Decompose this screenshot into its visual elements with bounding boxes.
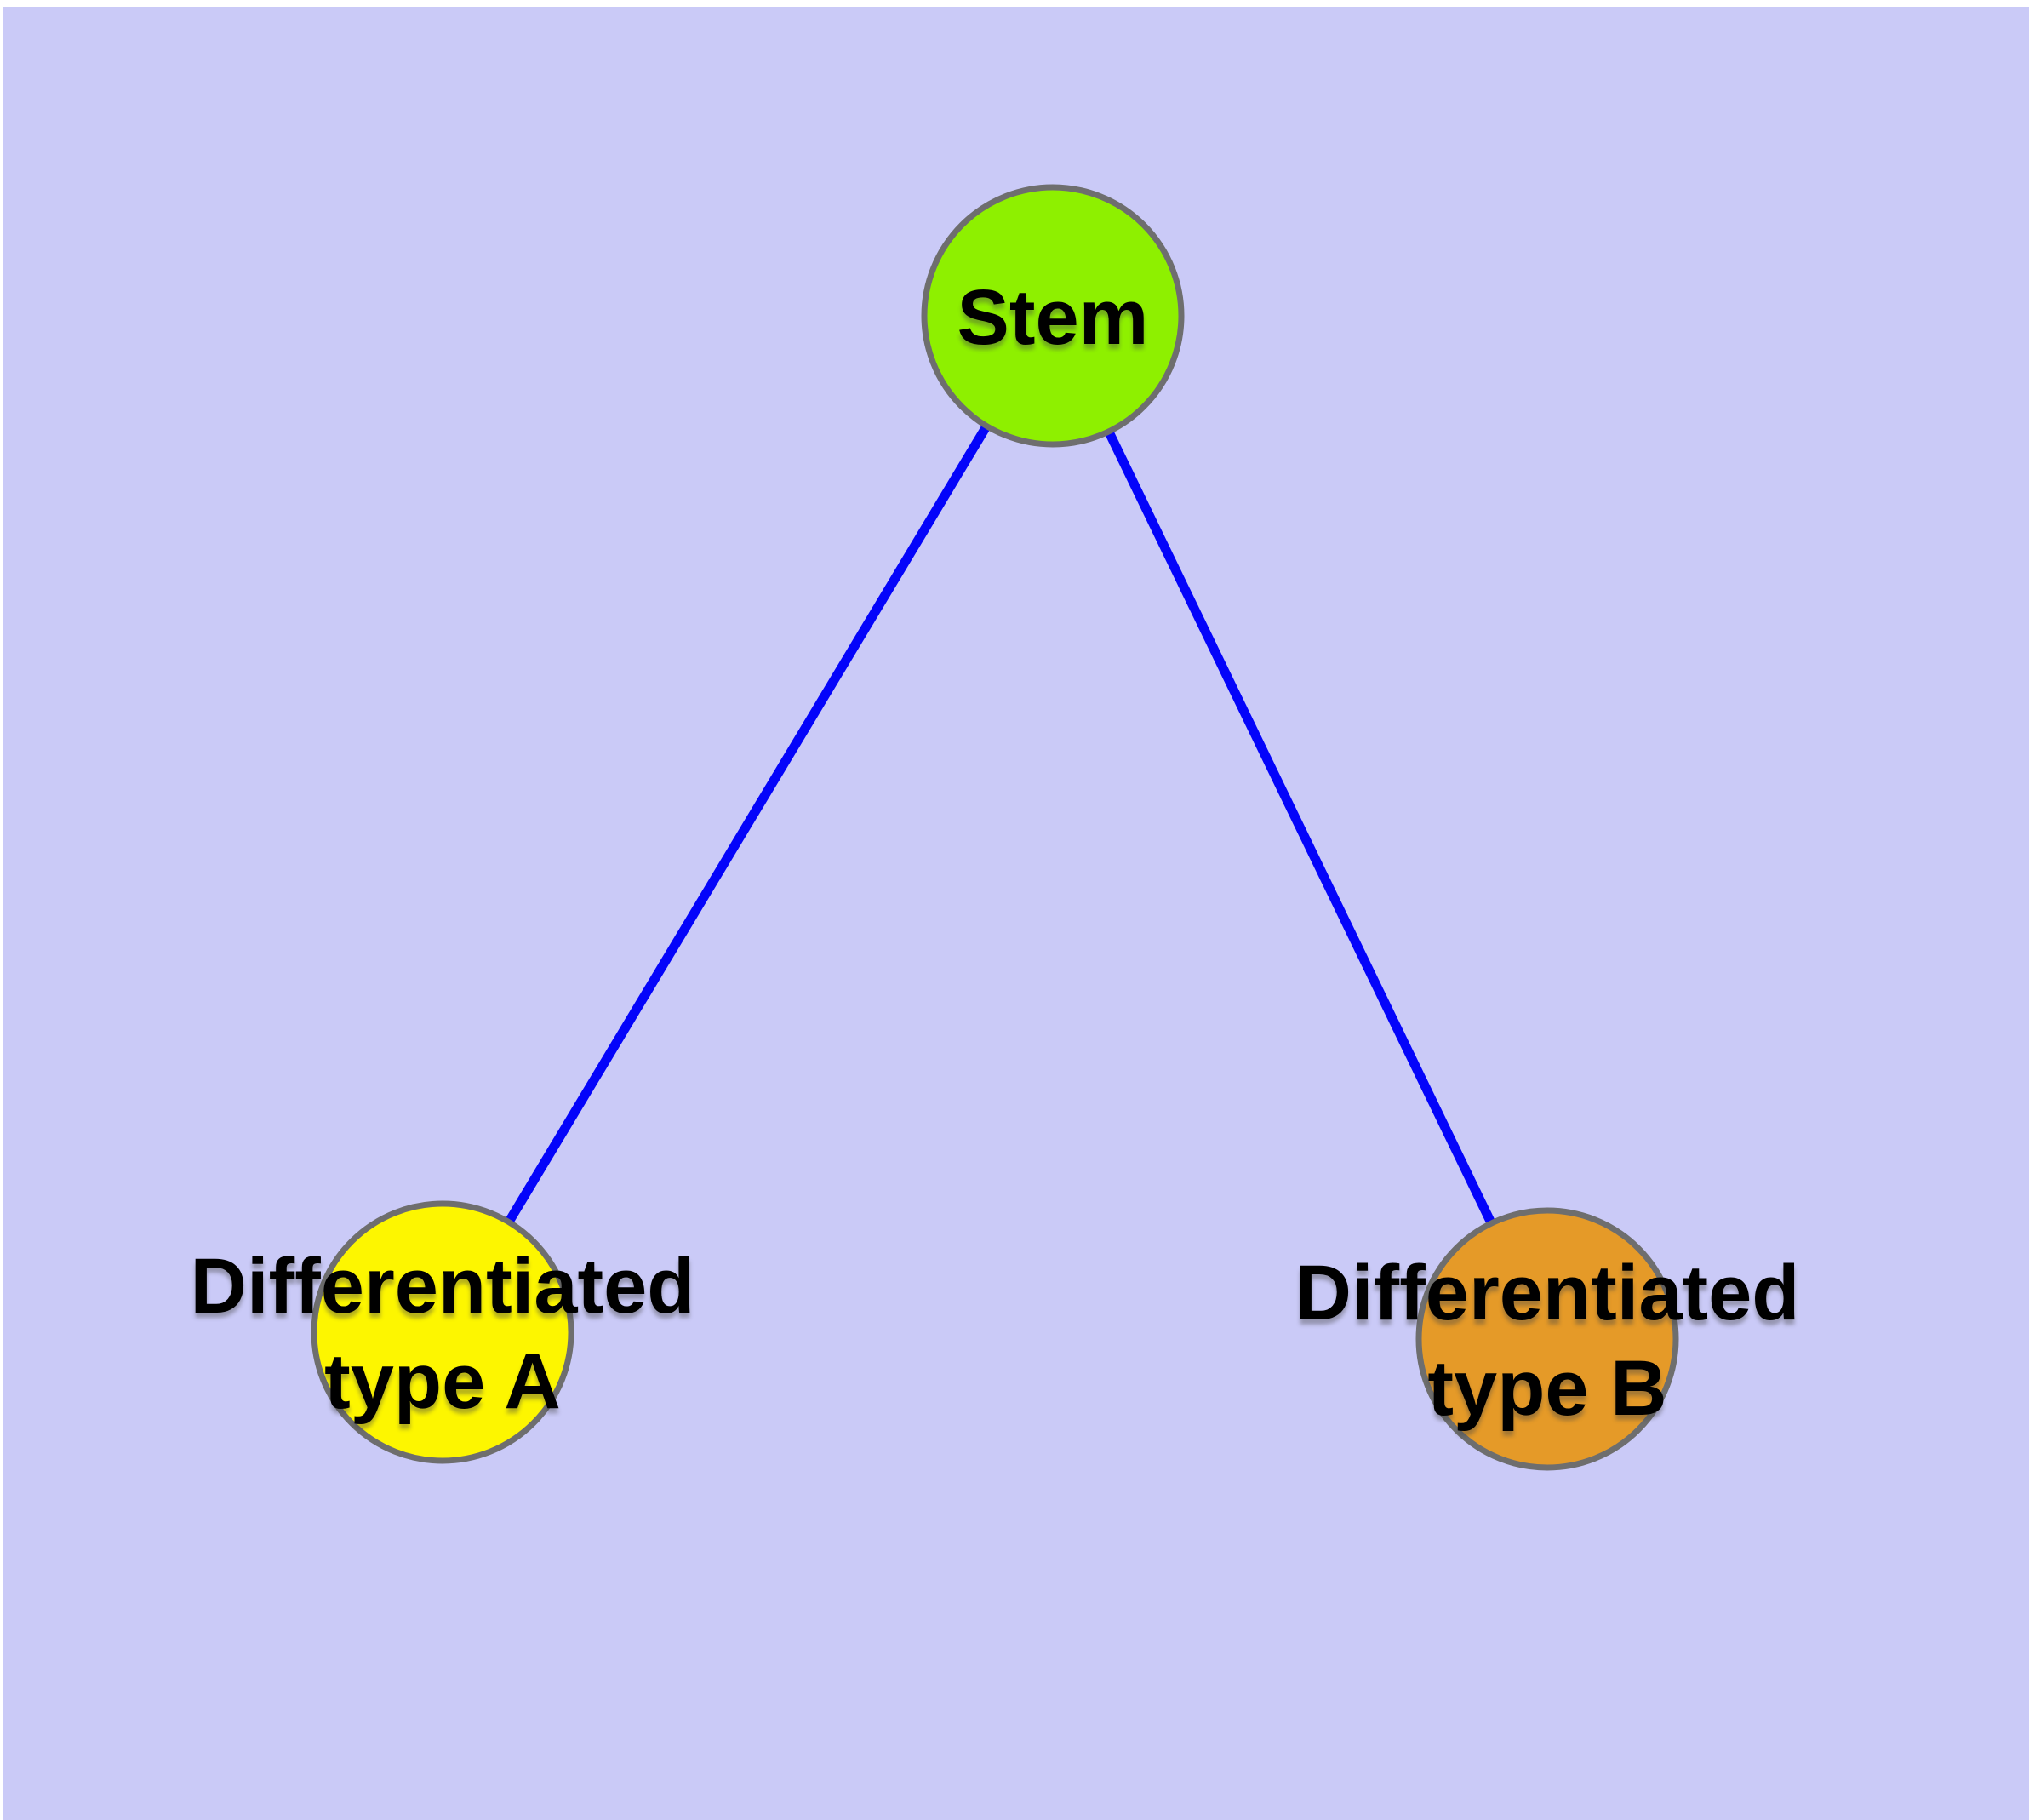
node-stem (921, 184, 1185, 448)
node-label-line: Differentiated (1295, 1250, 1800, 1336)
edge-stem-to-differentiated-type-a (438, 313, 1057, 1335)
node-label-line: Stem (957, 274, 1149, 361)
node-label-line: Differentiated (191, 1243, 695, 1330)
edge-stem-to-differentiated-type-b (1049, 313, 1552, 1342)
node-label-differentiated-type-b: Differentiated type B (1295, 1250, 1800, 1432)
node-label-line: type B (1427, 1345, 1666, 1432)
nodes-layer (311, 184, 1679, 1471)
node-label-stem: Stem (957, 274, 1149, 361)
node-differentiated-type-a (311, 1200, 574, 1464)
node-differentiated-type-b (1415, 1207, 1679, 1471)
node-label-line: type A (324, 1338, 561, 1425)
edges-layer (438, 313, 1552, 1342)
